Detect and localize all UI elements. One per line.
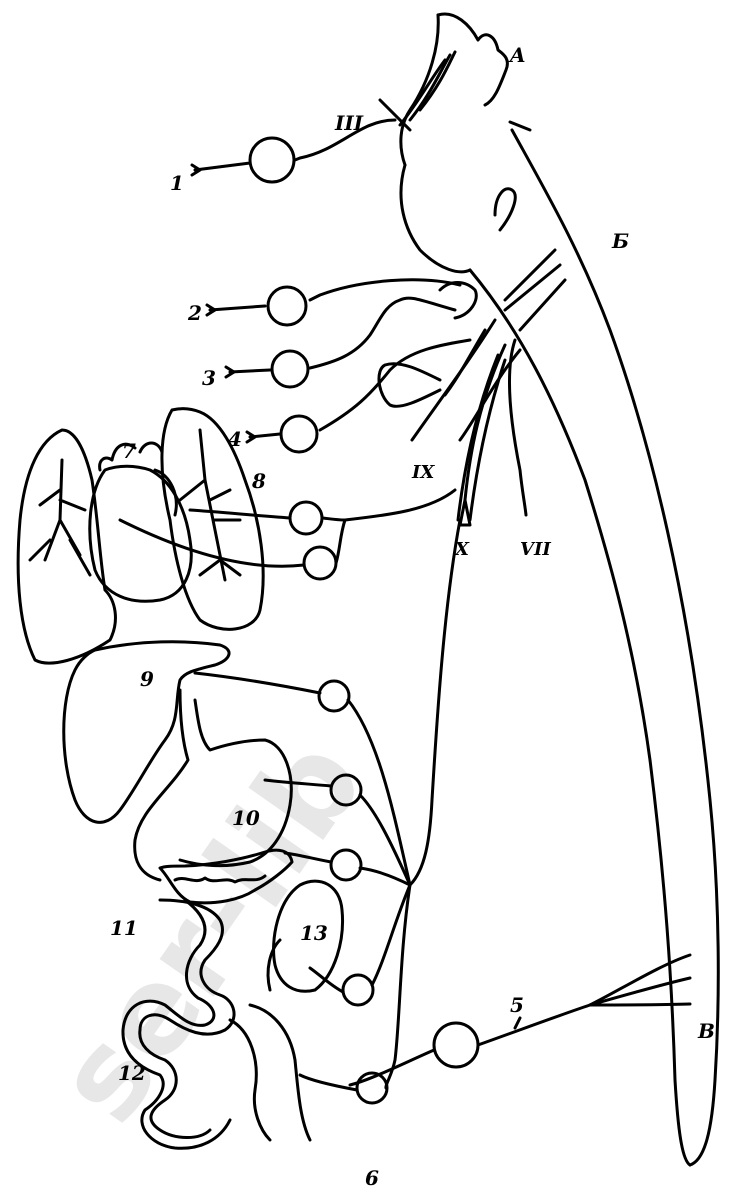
ganglion-6 xyxy=(434,1023,478,1067)
ganglion-1 xyxy=(250,138,294,182)
label-5: 5 xyxy=(510,993,524,1017)
ganglion-lung xyxy=(304,547,336,579)
label-2: 2 xyxy=(187,301,202,325)
ganglion-kidney xyxy=(343,975,373,1005)
label-9: 9 xyxy=(140,667,154,691)
label-A: A xyxy=(508,43,526,67)
label-X: X xyxy=(454,539,470,560)
label-4: 4 xyxy=(228,427,242,451)
ganglion-liver xyxy=(319,681,349,711)
label-10: 10 xyxy=(232,806,260,830)
label-III: III xyxy=(334,111,364,135)
label-6: 6 xyxy=(365,1166,379,1190)
lungs xyxy=(18,409,263,663)
ganglion-4 xyxy=(281,416,317,452)
label-VII: VII xyxy=(520,539,551,560)
label-12: 12 xyxy=(118,1061,146,1085)
label-V: В xyxy=(697,1019,715,1043)
ganglion-heart xyxy=(290,502,322,534)
label-13: 13 xyxy=(300,921,328,945)
label-3: 3 xyxy=(202,366,216,390)
label-1: 1 xyxy=(170,171,184,195)
heart xyxy=(90,443,191,601)
label-8: 8 xyxy=(251,469,266,493)
ganglion-3 xyxy=(272,351,308,387)
ganglion-2 xyxy=(268,287,306,325)
label-7: 7 xyxy=(122,439,136,463)
label-IX: IX xyxy=(411,462,435,483)
label-B: Б xyxy=(611,229,629,253)
cranial-ganglia xyxy=(192,120,470,442)
vagus-nerve-trunk xyxy=(410,520,460,885)
label-11: 11 xyxy=(110,916,138,940)
